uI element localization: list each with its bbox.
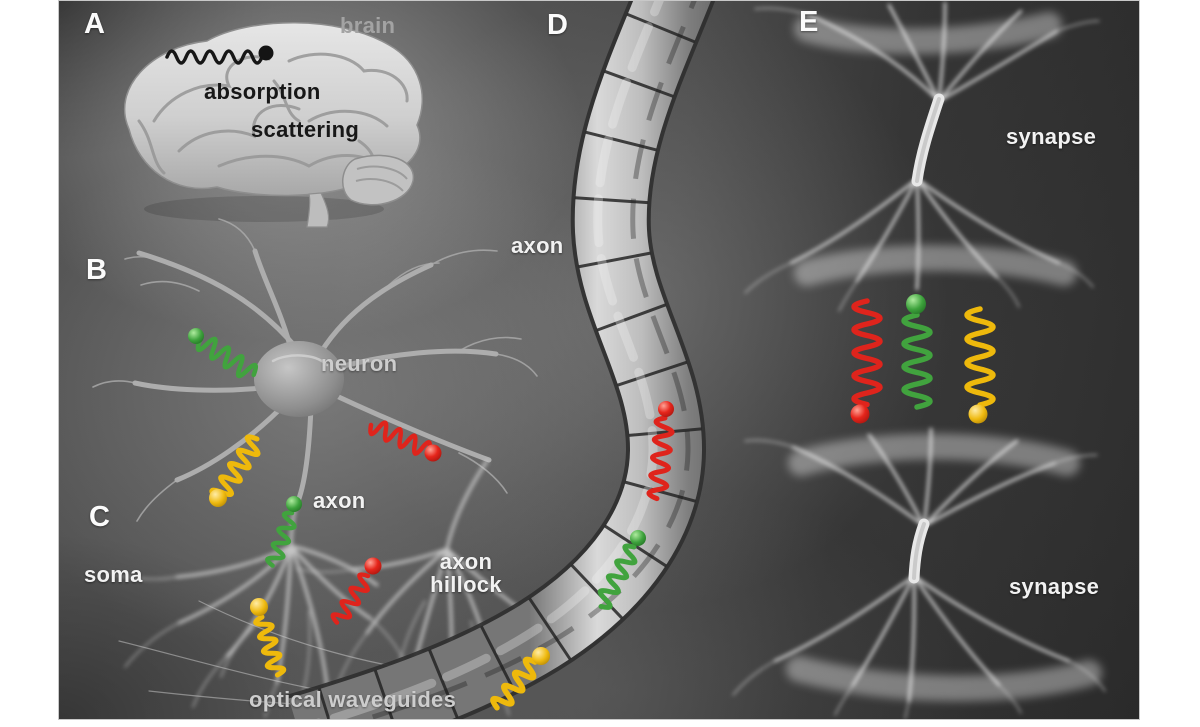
label-brain: brain [340,13,396,38]
label-axon-d: axon [511,233,564,258]
photon-wave-yellow-e-icon [964,306,996,424]
photon-ball-red-icon [424,444,442,462]
photon-wave-green-c-icon [265,496,302,568]
photon-wave-red-c-icon [330,557,382,625]
photon-ball-yellow-icon [532,647,550,665]
label-optical-waveguides: optical waveguides [249,687,457,712]
photon-ball-yellow-icon [968,404,988,424]
photon-wave-yellow-b-icon [209,434,261,507]
label-soma: soma [84,562,143,587]
photon-ball-yellow-icon [250,598,268,616]
panel-letter-e: E [799,6,819,38]
label-absorption: absorption [204,79,321,104]
figure-artwork [92,1,1106,719]
label-axon-hillock: axon hillock [404,550,528,596]
panel-letter-c: C [89,501,111,533]
panel-letter-d: D [547,9,569,41]
photon-ball-green-icon [188,328,204,344]
label-axon-initial: axon [313,488,366,513]
photon-wave-red-b-icon [368,420,442,462]
photon-wave-green-e-icon [901,294,933,410]
label-neuron: neuron [321,351,398,376]
panel-letter-b: B [86,254,108,286]
panel-letter-a: A [84,8,106,40]
photon-wave-red-e-icon [850,298,883,424]
photon-ball-yellow-icon [209,489,227,507]
label-synapse-bottom: synapse [1009,574,1100,599]
photon-ball-red-icon [364,557,382,575]
photon-dot-black-icon [258,45,274,61]
label-axon-hillock-line1: axon [439,549,493,574]
neuron-illustration [92,218,538,522]
photon-wave-red-d-icon [646,401,675,502]
photon-wave-yellow-d-icon [490,647,550,711]
figure-canvas: A brain absorption scattering B neuron C… [58,0,1140,720]
photon-wave-green-d-icon [597,530,646,611]
photon-wave-black-icon [165,45,274,65]
photon-ball-red-icon [658,401,674,417]
synapse-bottom-illustration [732,427,1106,719]
brain-illustration [123,22,424,228]
photon-ball-red-icon [850,404,870,424]
label-scattering: scattering [251,117,360,142]
photon-ball-green-icon [630,530,646,546]
label-axon-hillock-line2: hillock [430,572,502,598]
photon-ball-green-icon [286,496,302,512]
photon-ball-green-icon [906,294,926,314]
photon-wave-yellow-c-icon [250,598,287,678]
label-synapse-top: synapse [1006,124,1097,149]
synapse-top-illustration [744,1,1100,312]
photon-wave-green-b-icon [188,328,259,379]
